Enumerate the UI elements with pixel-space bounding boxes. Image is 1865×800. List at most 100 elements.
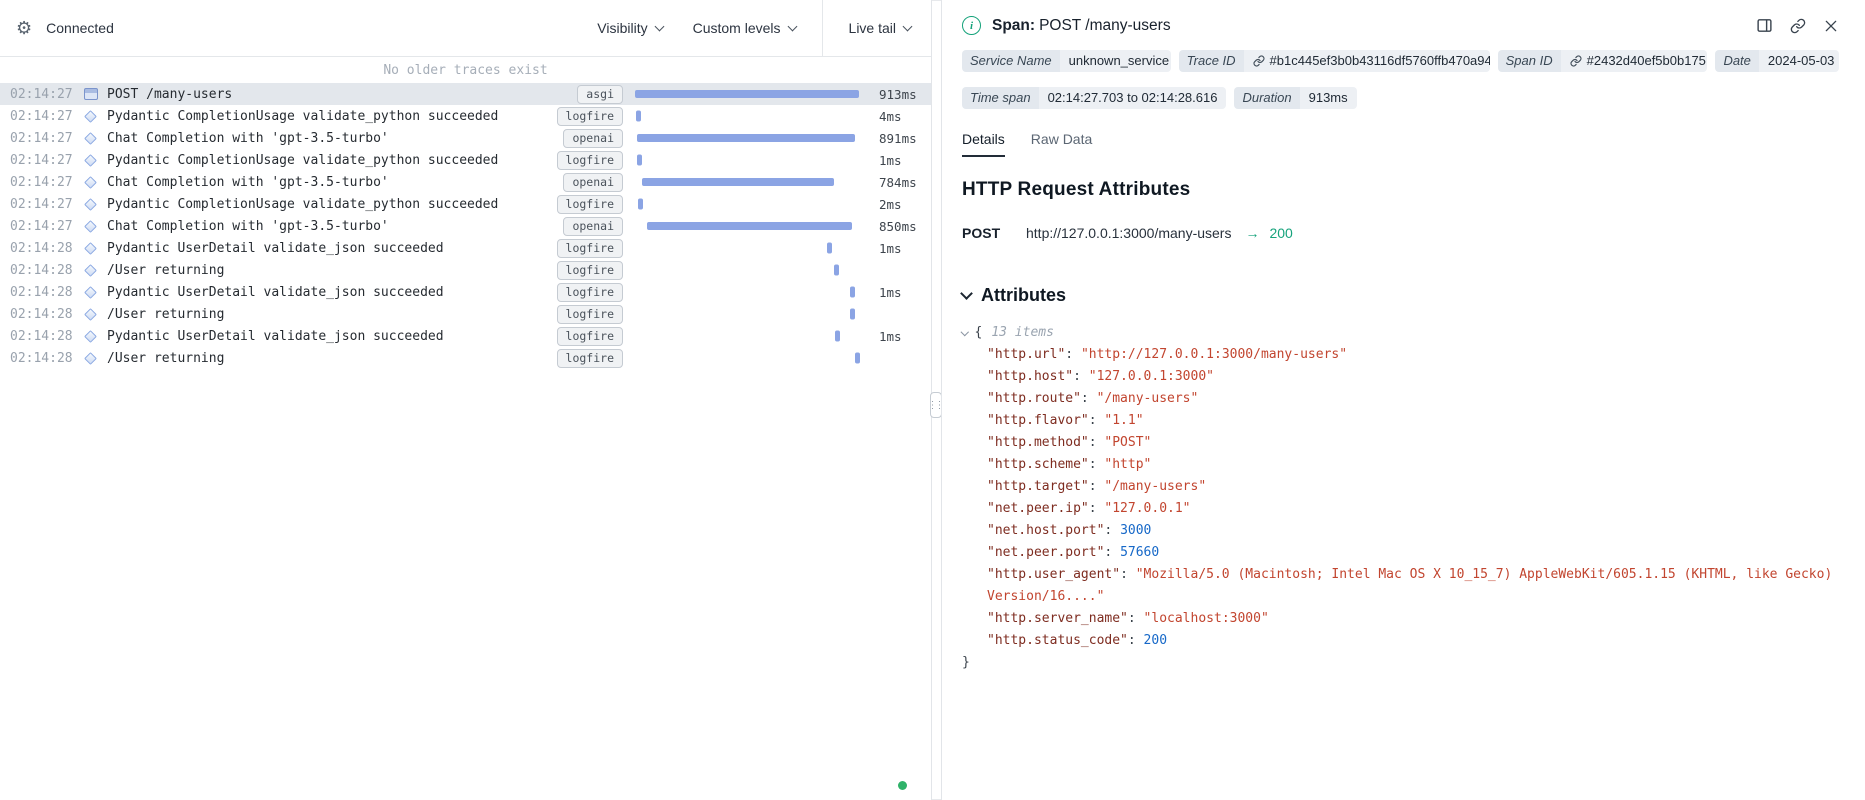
json-value: 57660 (1120, 545, 1159, 560)
trace-row[interactable]: 02:14:27 Chat Completion with 'gpt-3.5-t… (0, 171, 931, 193)
trace-row[interactable]: 02:14:28 Pydantic UserDetail validate_js… (0, 281, 931, 303)
tab-raw-data[interactable]: Raw Data (1031, 131, 1092, 157)
dock-panel-icon[interactable] (1756, 17, 1773, 34)
trace-row[interactable]: 02:14:27 Pydantic CompletionUsage valida… (0, 193, 931, 215)
badge-value: 913ms (1300, 87, 1357, 109)
json-attribute-line: "http.host""127.0.0.1:3000" (987, 366, 1839, 388)
request-summary: POST http://127.0.0.1:3000/many-users → … (962, 225, 1839, 241)
visibility-label: Visibility (597, 20, 647, 36)
row-timeline (635, 215, 859, 237)
arrow-right-icon: → (1245, 225, 1259, 241)
link-icon[interactable] (1570, 55, 1582, 67)
badges-row-1: Service Name unknown_service Trace ID #b… (962, 50, 1839, 72)
live-tail-dropdown[interactable]: Live tail (823, 20, 925, 36)
row-scope-tag: logfire (557, 239, 623, 258)
permalink-icon[interactable] (1790, 18, 1806, 34)
json-value: "POST" (1104, 435, 1151, 450)
row-scope-tag: logfire (557, 349, 623, 368)
row-label: Pydantic UserDetail validate_json succee… (107, 241, 444, 256)
row-duration: 784ms (875, 175, 931, 190)
trace-panel: ⚙ Connected Visibility Custom levels Liv… (0, 0, 932, 800)
row-duration-bar (827, 243, 832, 254)
meta-badge: Trace ID #b1c445ef3b0b43116df5760ffb470a… (1179, 50, 1490, 72)
span-diamond-icon (84, 154, 97, 167)
row-duration: 1ms (875, 285, 931, 300)
link-icon[interactable] (1253, 55, 1265, 67)
span-diamond-icon (84, 308, 97, 321)
request-method: POST (962, 225, 1026, 241)
settings-gear-icon[interactable]: ⚙ (16, 18, 32, 39)
trace-row[interactable]: 02:14:27 Chat Completion with 'gpt-3.5-t… (0, 215, 931, 237)
row-timeline (635, 303, 859, 325)
span-detail-header: i Span:POST /many-users (962, 16, 1839, 35)
live-tail-label: Live tail (849, 20, 896, 36)
tab-details[interactable]: Details (962, 131, 1005, 157)
badge-value-text: #2432d40ef5b0b175 (1587, 53, 1706, 68)
custom-levels-dropdown[interactable]: Custom levels (693, 20, 796, 36)
trace-row[interactable]: 02:14:28 /User returning logfire (0, 259, 931, 281)
meta-badge: Time span 02:14:27.703 to 02:14:28.616 (962, 87, 1226, 109)
badge-value-text: #b1c445ef3b0b43116df5760ffb470a94 (1270, 53, 1490, 68)
json-value: 3000 (1120, 523, 1151, 538)
row-scope-tag: logfire (557, 261, 623, 280)
trace-toolbar: ⚙ Connected Visibility Custom levels Liv… (0, 0, 931, 57)
visibility-dropdown[interactable]: Visibility (597, 20, 662, 36)
row-timestamp: 02:14:27 (10, 87, 84, 102)
trace-list: 02:14:27 POST /many-users asgi 913ms 02:… (0, 83, 931, 369)
row-timeline (635, 127, 859, 149)
row-timeline (635, 193, 859, 215)
json-attribute-line: "http.method""POST" (987, 432, 1839, 454)
json-key: "net.peer.port" (987, 545, 1120, 560)
chevron-down-icon (903, 21, 913, 31)
row-duration-bar (635, 90, 859, 98)
json-value: "1.1" (1104, 413, 1143, 428)
trace-row[interactable]: 02:14:28 Pydantic UserDetail validate_js… (0, 325, 931, 347)
json-collapse-toggle[interactable] (961, 328, 969, 336)
json-attribute-line: "http.target""/many-users" (987, 476, 1839, 498)
row-timeline (635, 347, 859, 369)
attributes-heading-label: Attributes (981, 285, 1066, 306)
json-attribute-line: "http.user_agent""Mozilla/5.0 (Macintosh… (987, 564, 1839, 608)
row-timestamp: 02:14:27 (10, 197, 84, 212)
row-duration-bar (637, 155, 642, 166)
json-key: "http.flavor" (987, 413, 1104, 428)
trace-row[interactable]: 02:14:28 /User returning logfire (0, 347, 931, 369)
attributes-json-viewer: { 13 items "http.url""http://127.0.0.1:3… (962, 322, 1839, 674)
row-duration-bar (637, 134, 854, 142)
trace-row[interactable]: 02:14:28 Pydantic UserDetail validate_js… (0, 237, 931, 259)
meta-badge: Span ID #2432d40ef5b0b175 (1498, 50, 1708, 72)
row-timestamp: 02:14:28 (10, 307, 84, 322)
http-request-attributes-heading: HTTP Request Attributes (962, 179, 1839, 201)
row-duration-bar (850, 309, 855, 320)
badge-value: #2432d40ef5b0b175 (1561, 50, 1708, 72)
header-actions (1756, 17, 1839, 34)
trace-row[interactable]: 02:14:27 Pydantic CompletionUsage valida… (0, 105, 931, 127)
trace-row[interactable]: 02:14:27 Chat Completion with 'gpt-3.5-t… (0, 127, 931, 149)
row-label: POST /many-users (107, 87, 232, 102)
row-timeline (635, 325, 859, 347)
trace-row[interactable]: 02:14:27 Pydantic CompletionUsage valida… (0, 149, 931, 171)
json-key: "http.target" (987, 479, 1104, 494)
trace-row[interactable]: 02:14:28 /User returning logfire (0, 303, 931, 325)
json-key: "http.scheme" (987, 457, 1104, 472)
row-duration-bar (647, 222, 852, 230)
trace-row[interactable]: 02:14:27 POST /many-users asgi 913ms (0, 83, 931, 105)
row-scope-tag: logfire (557, 305, 623, 324)
row-scope-tag: logfire (557, 195, 623, 214)
row-scope-tag: logfire (557, 151, 623, 170)
info-icon: i (962, 16, 981, 35)
attributes-section-toggle[interactable]: Attributes (962, 285, 1839, 306)
row-duration-bar (642, 178, 835, 186)
close-icon[interactable] (1823, 18, 1839, 34)
badge-value-text: 2024-05-03 (1768, 53, 1835, 68)
row-duration: 1ms (875, 153, 931, 168)
row-label: Chat Completion with 'gpt-3.5-turbo' (107, 131, 389, 146)
json-attribute-line: "net.host.port"3000 (987, 520, 1839, 542)
row-duration: 891ms (875, 131, 931, 146)
span-title: Span:POST /many-users (992, 17, 1171, 35)
json-key: "http.method" (987, 435, 1104, 450)
badge-label: Time span (962, 87, 1039, 109)
span-diamond-icon (84, 132, 97, 145)
row-timeline (635, 83, 859, 105)
